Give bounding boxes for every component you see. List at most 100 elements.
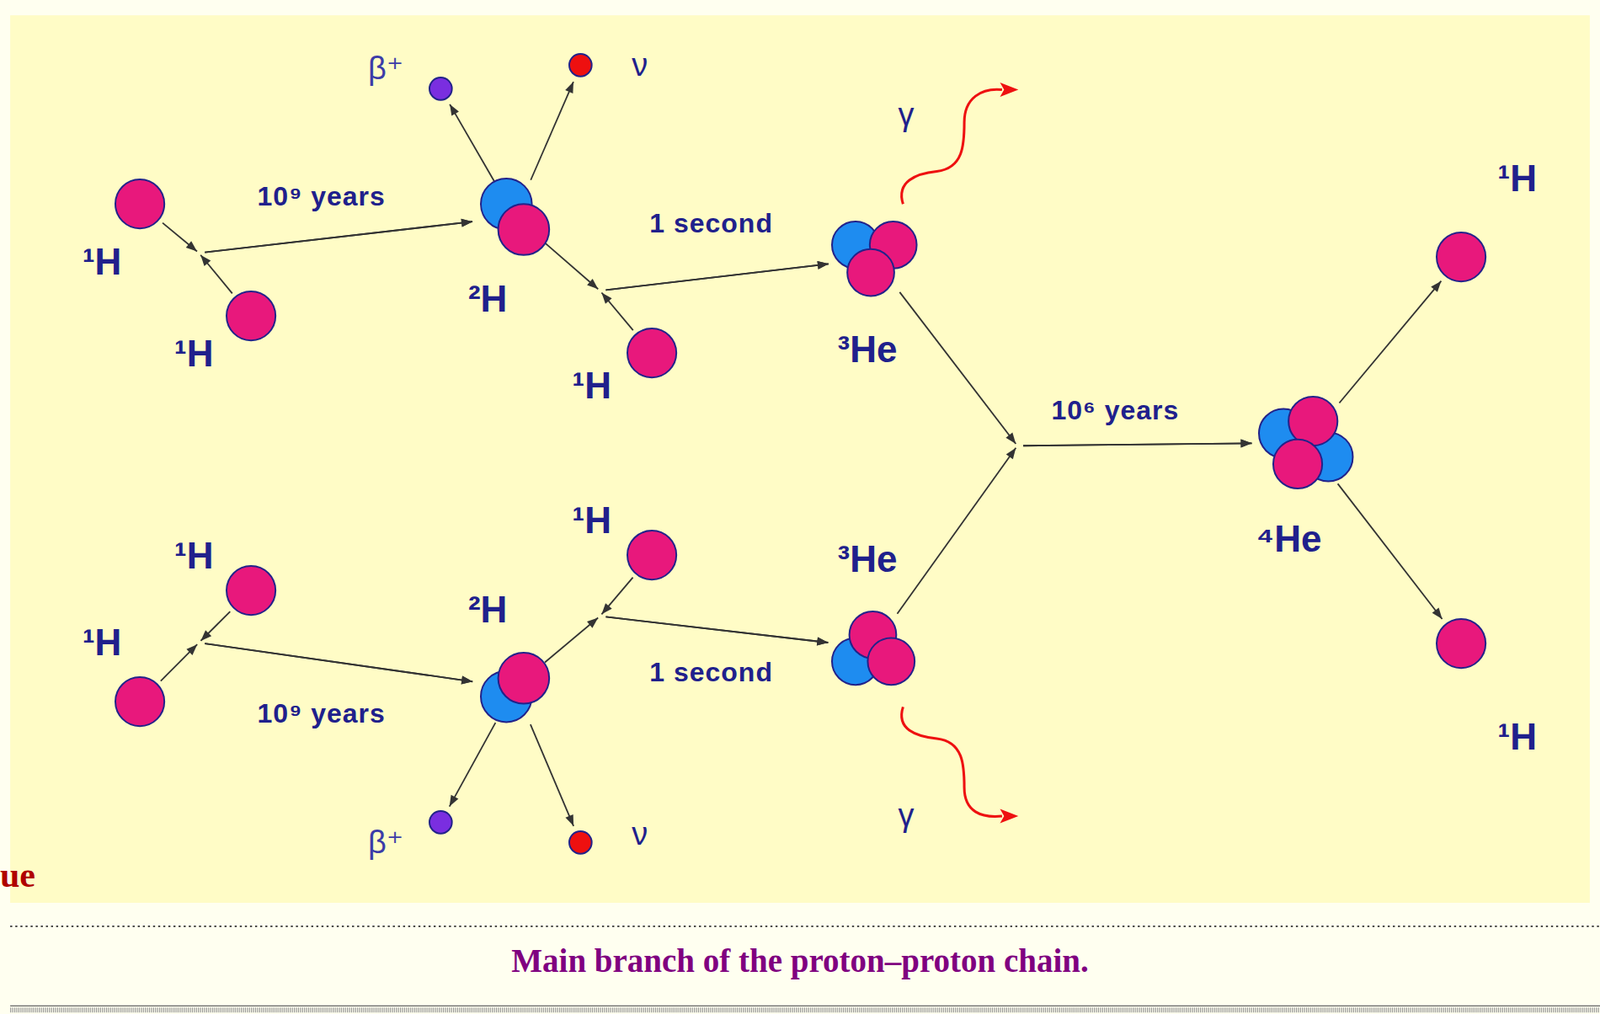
positron: β⁺ [427, 75, 454, 102]
arrowhead [1240, 438, 1252, 448]
connector-line [605, 616, 828, 643]
arrowhead [449, 794, 459, 807]
arrowhead [1432, 608, 1443, 619]
particle-label: ¹H [82, 241, 122, 283]
proton-ball [1273, 439, 1323, 489]
arrowhead [186, 240, 198, 251]
deuteron: ²H [479, 176, 551, 257]
bottom-band [10, 1007, 1600, 1013]
particle-label: ν [631, 816, 648, 853]
particle-label: ¹H [572, 500, 612, 541]
arrowhead [200, 255, 211, 267]
deuteron: ²H [479, 650, 551, 724]
connector-line [449, 104, 495, 182]
proton: ¹H [625, 528, 678, 582]
proton-ball [497, 652, 550, 704]
connector-line [899, 292, 1016, 444]
arrowhead [461, 218, 473, 228]
particle-shape [427, 75, 454, 102]
proton: ¹H [625, 326, 678, 379]
connector-line [200, 611, 230, 641]
time-label: 10⁶ years [1050, 396, 1179, 427]
particle-shape [830, 219, 919, 298]
arrowhead [586, 278, 598, 289]
particle-dot [429, 810, 453, 834]
arrowhead [461, 218, 473, 228]
connector-line [1023, 442, 1252, 446]
reaction-arrow [162, 218, 473, 253]
arrowhead [816, 637, 828, 646]
reaction-arrow [530, 724, 574, 827]
particle-shape [479, 650, 551, 724]
dotted-rule [10, 925, 1600, 928]
particle-shape [224, 564, 278, 617]
particle-shape [625, 326, 678, 379]
particle-shape [1434, 617, 1488, 670]
helium-3: ³He [830, 219, 919, 298]
connector-line [204, 221, 473, 252]
particle-label: ¹H [1498, 158, 1537, 199]
particle-label: ³He [837, 329, 898, 370]
particle-label: ⁴He [1255, 517, 1322, 559]
helium-4: ⁴He [1257, 394, 1355, 491]
particle-label: ¹H [1498, 715, 1537, 757]
proton-ball [226, 565, 276, 615]
proton-ball [1436, 618, 1486, 668]
particle-shape [427, 809, 454, 836]
particle-shape [113, 177, 166, 230]
proton-ball [226, 291, 276, 341]
time-label: 10⁹ years [257, 181, 386, 212]
gamma-wave [901, 89, 1003, 204]
reaction-arrow [449, 722, 496, 806]
positron: β⁺ [427, 809, 454, 836]
gamma-label: γ [898, 798, 915, 834]
proton: ¹H [224, 564, 278, 617]
particle-shape [625, 528, 678, 582]
particle-label: ¹H [174, 535, 214, 576]
connector-line [1338, 483, 1443, 619]
proton: ¹H [1434, 230, 1488, 283]
arrowhead [817, 261, 829, 270]
connector-line [896, 448, 1016, 614]
particle-label: ¹H [82, 622, 122, 663]
proton-ball [115, 677, 165, 726]
particle-label: ²H [468, 589, 507, 630]
arrowhead [565, 814, 574, 827]
arrowhead [449, 104, 459, 117]
gamma-arrowhead [1000, 809, 1019, 824]
particle-shape [830, 609, 917, 687]
particle-dot [569, 53, 592, 77]
connector-line [204, 643, 473, 682]
neutrino: ν [567, 52, 594, 79]
particle-label: ¹H [572, 365, 612, 406]
reaction-arrow [544, 242, 829, 290]
connector-line [601, 577, 633, 615]
arrowhead [601, 602, 612, 614]
proton: ¹H [113, 675, 166, 728]
connector-line [605, 263, 829, 290]
reaction-arrow [896, 438, 1252, 614]
fragment-text: ue [0, 855, 36, 895]
reaction-arrow [601, 577, 828, 646]
connector-line [204, 221, 473, 252]
particle-dot [569, 831, 592, 854]
reaction-arrow [1338, 281, 1441, 404]
arrowhead [601, 293, 612, 304]
particle-shape [224, 289, 278, 342]
proton-ball [115, 179, 165, 229]
reaction-arrow [899, 292, 1252, 448]
gamma-arrowhead [1000, 82, 1019, 97]
particle-label: β⁺ [368, 825, 404, 861]
neutrino: ν [567, 829, 594, 856]
particle-label: ¹H [174, 333, 214, 374]
particle-shape [567, 52, 594, 79]
bottom-rule [10, 1005, 1600, 1007]
connector-line [1023, 442, 1252, 446]
reaction-arrow [530, 81, 574, 181]
reaction-arrow [544, 616, 828, 662]
connector-line [449, 722, 496, 806]
time-label: 10⁹ years [257, 698, 386, 729]
proton-ball [627, 328, 677, 378]
